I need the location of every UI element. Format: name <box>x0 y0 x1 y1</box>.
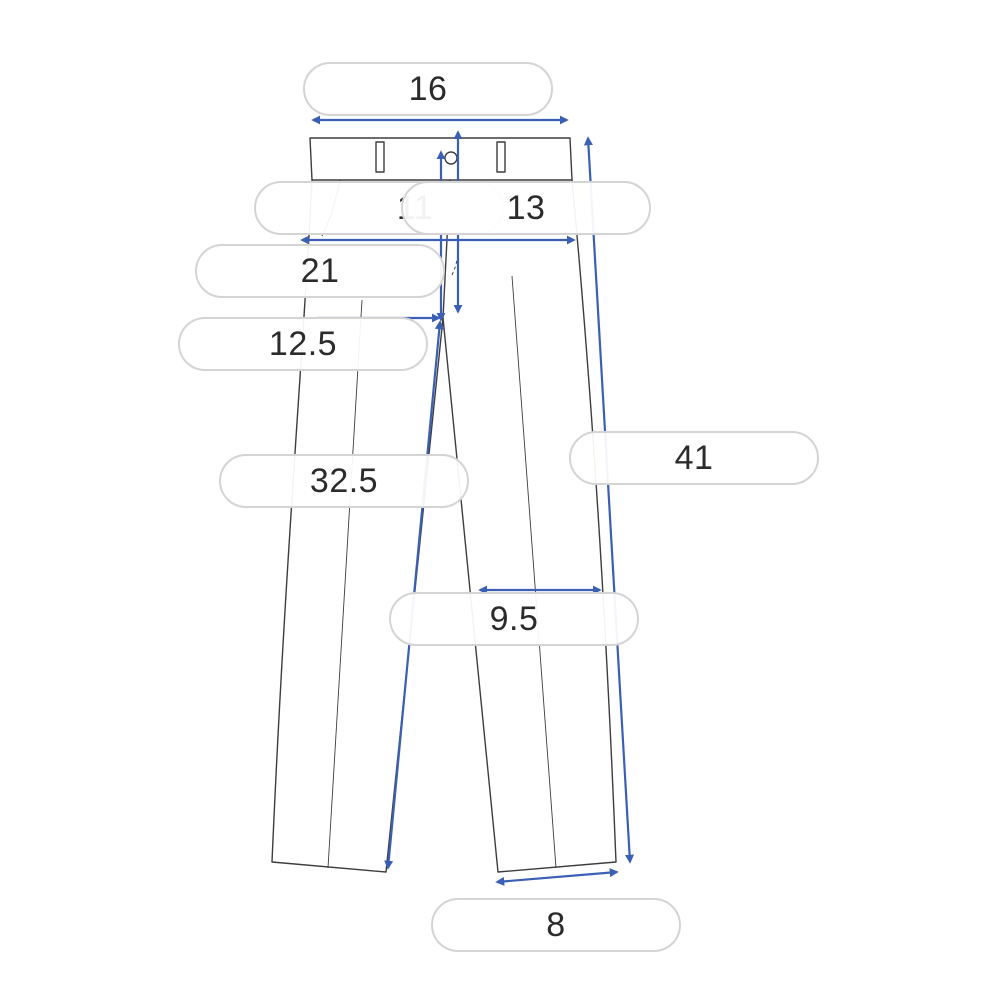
belt-loop-right <box>496 141 506 173</box>
waist-width-value: 16 <box>408 69 448 108</box>
left-crease <box>327 299 363 869</box>
hem-width-label: 8 <box>431 898 681 952</box>
right-crease <box>511 275 557 869</box>
hem-width-value: 8 <box>546 905 566 944</box>
hip-width-value: 21 <box>300 251 340 290</box>
back-rise-value: 13 <box>506 188 546 227</box>
back-rise-label: 13 <box>401 181 651 235</box>
outseam-arrow <box>583 136 635 864</box>
right-leg-outline <box>442 179 617 873</box>
belt-loop-left <box>375 141 385 173</box>
inseam-value: 32.5 <box>309 461 379 500</box>
knee-width-value: 9.5 <box>489 599 539 638</box>
outseam-value: 41 <box>674 438 714 477</box>
inseam-label: 32.5 <box>219 454 469 508</box>
thigh-width-label: 12.5 <box>178 317 428 371</box>
hip-width-label: 21 <box>195 244 445 298</box>
waist-width-label: 16 <box>303 62 553 116</box>
outseam-label: 41 <box>569 431 819 485</box>
hem-width-arrow <box>495 868 619 886</box>
thigh-width-value: 12.5 <box>268 324 338 363</box>
knee-width-label: 9.5 <box>389 592 639 646</box>
